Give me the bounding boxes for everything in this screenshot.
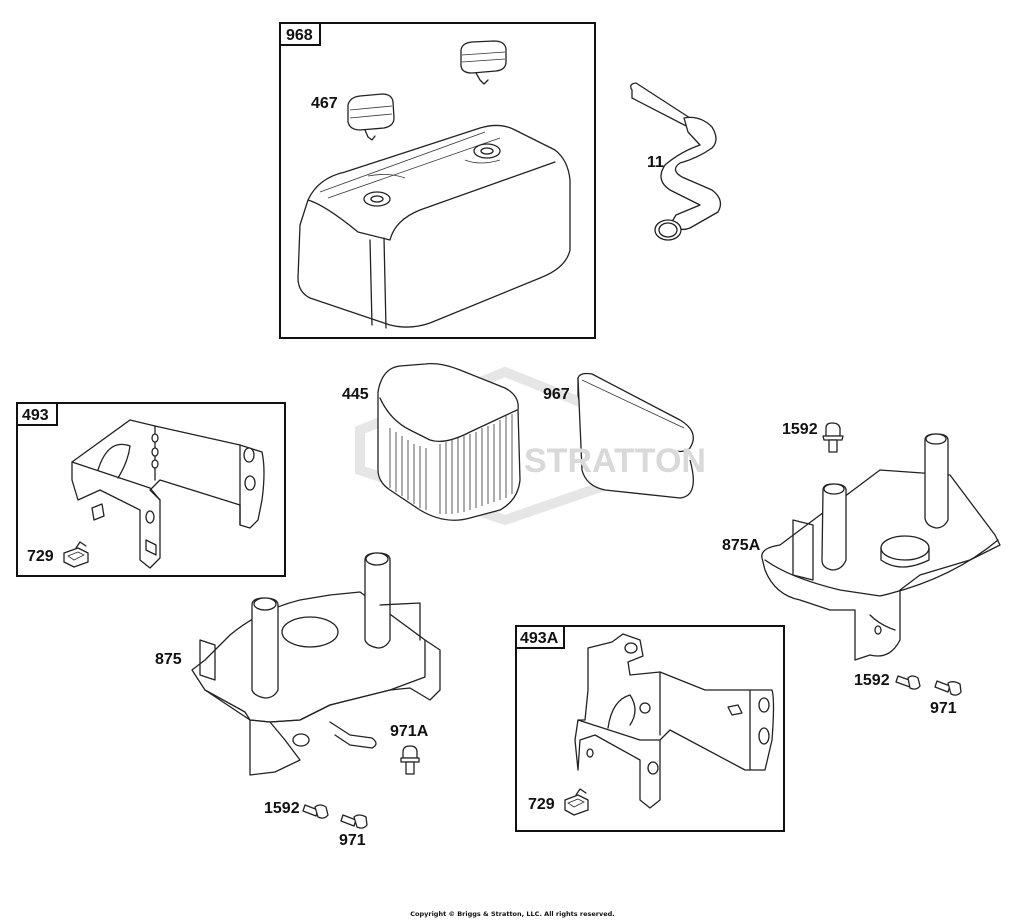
label-1592-a: 1592 <box>782 421 818 438</box>
group-493A[interactable]: 493A <box>515 625 785 832</box>
label-445: 445 <box>342 386 369 403</box>
part-493-bracket[interactable] <box>71 419 265 569</box>
part-875-housing[interactable] <box>191 552 441 776</box>
part-729-clip[interactable] <box>63 541 89 568</box>
part-971-bolt-right[interactable] <box>934 680 962 696</box>
part-467-knob[interactable] <box>347 93 395 141</box>
part-1592-bolt-top[interactable] <box>822 422 844 453</box>
group-label-968: 968 <box>286 27 313 44</box>
group-label-493A: 493A <box>520 630 559 647</box>
label-729-b: 729 <box>528 796 555 813</box>
label-875A: 875A <box>722 537 761 554</box>
part-445-air-filter[interactable] <box>377 362 521 521</box>
part-1592-bolt-right[interactable] <box>895 675 921 690</box>
part-493A-bracket[interactable] <box>574 633 775 809</box>
label-971-b: 971 <box>339 832 366 849</box>
label-971A: 971A <box>390 723 429 740</box>
part-971A-bolt[interactable] <box>400 745 420 775</box>
label-1592-b: 1592 <box>264 800 300 817</box>
part-1592-bolt-bottom[interactable] <box>302 804 329 819</box>
group-968[interactable]: 968 <box>279 22 596 339</box>
label-967: 967 <box>543 386 570 403</box>
label-11: 11 <box>647 154 664 171</box>
group-label-493: 493 <box>22 407 49 424</box>
label-1592-c: 1592 <box>854 672 890 689</box>
label-467: 467 <box>311 95 338 112</box>
part-729-clip-2[interactable] <box>564 788 589 816</box>
part-971-bolt-bottom[interactable] <box>340 814 368 829</box>
label-729-a: 729 <box>27 548 54 565</box>
copyright-notice: Copyright © Briggs & Stratton, LLC. All … <box>410 910 615 918</box>
part-967-pre-cleaner[interactable] <box>577 372 694 499</box>
part-968-air-cleaner-cover[interactable] <box>297 124 571 329</box>
group-493[interactable]: 493 <box>16 402 286 577</box>
watermark-text: STRATTON <box>524 442 706 480</box>
label-971-c: 971 <box>930 700 957 717</box>
part-467-knob-2[interactable] <box>460 40 507 85</box>
part-875A-housing[interactable] <box>761 433 1001 661</box>
part-11-breather-hose[interactable] <box>630 82 722 241</box>
label-875: 875 <box>155 651 182 668</box>
